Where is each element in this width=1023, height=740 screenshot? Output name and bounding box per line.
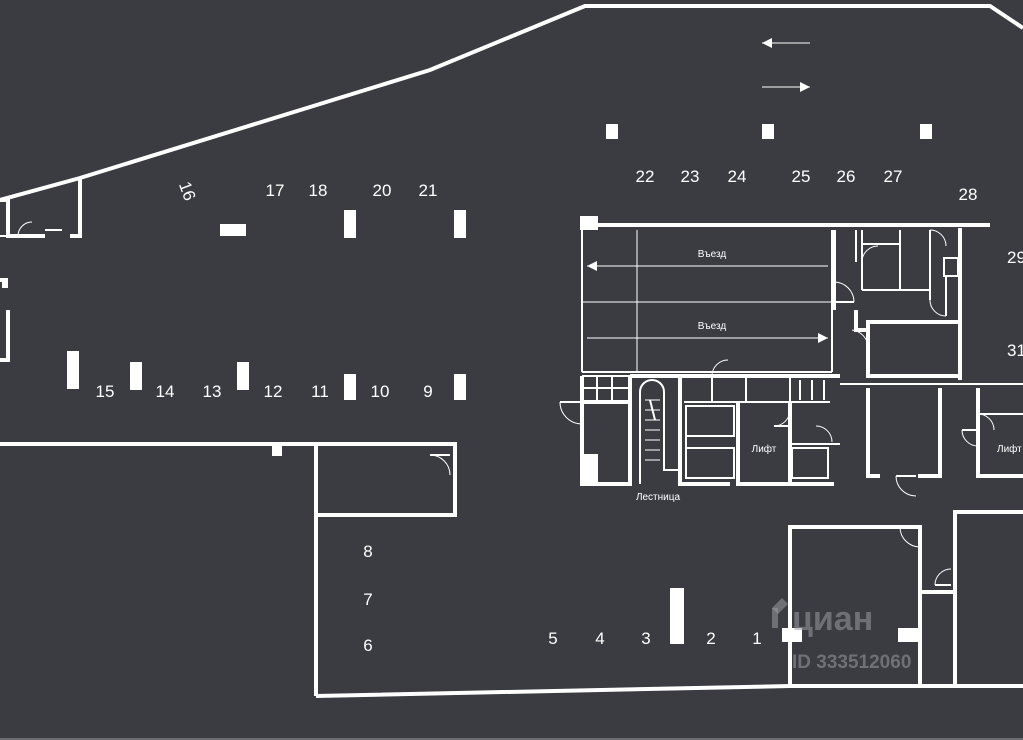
room-lower-left [314,444,455,696]
space-10: 10 [371,382,390,401]
space-16: 16 [175,179,199,203]
cian-logo-icon [772,598,788,628]
space-8: 8 [363,542,372,561]
space-13: 13 [203,382,222,401]
service-rooms [559,359,840,486]
divider-wall-left [0,442,457,517]
watermark: циан ID 333512060 [772,598,911,673]
space-31: 31 [1007,341,1023,360]
rooms-bottom-right [788,510,1023,686]
space-22: 22 [636,167,655,186]
columns [67,124,932,644]
space-numbers: 1 2 3 4 5 6 7 8 9 10 11 12 13 14 15 16 1… [96,167,1023,655]
column [272,446,282,456]
space-18: 18 [309,181,328,200]
lift-label-left: Лифт [752,443,777,455]
space-2: 2 [706,629,715,648]
space-24: 24 [728,167,747,186]
space-21: 21 [419,181,438,200]
space-17: 17 [266,181,285,200]
space-4: 4 [595,629,604,648]
space-5: 5 [548,629,557,648]
space-27: 27 [884,167,903,186]
outer-wall-top [0,3,1023,202]
rooms-right [832,228,1023,497]
traffic-arrows [762,38,810,92]
space-3: 3 [641,629,650,648]
space-23: 23 [681,167,700,186]
space-29: 29 [1007,248,1023,267]
space-28: 28 [959,185,978,204]
lift-label-right: Лифт [997,443,1022,455]
entry-label-bottom: Въезд [698,321,727,332]
stairs-label: Лестница [636,492,681,503]
outer-wall-bottom [315,684,1023,698]
space-15: 15 [96,382,115,401]
space-20: 20 [373,181,392,200]
space-7: 7 [363,590,372,609]
watermark-id: ID 333512060 [792,652,911,673]
entry-label-top: Въезд [698,249,727,260]
space-11: 11 [311,382,329,401]
space-14: 14 [156,382,175,401]
left-rooms [0,178,82,362]
space-1: 1 [752,629,761,648]
space-25: 25 [792,167,811,186]
ramp-area [580,216,990,373]
watermark-brand: циан [792,600,873,638]
space-12: 12 [264,382,283,401]
space-26: 26 [837,167,856,186]
space-9: 9 [423,382,432,401]
room-labels: Въезд Въезд Лифт Лифт Лестница [636,249,1022,503]
space-6: 6 [363,636,372,655]
